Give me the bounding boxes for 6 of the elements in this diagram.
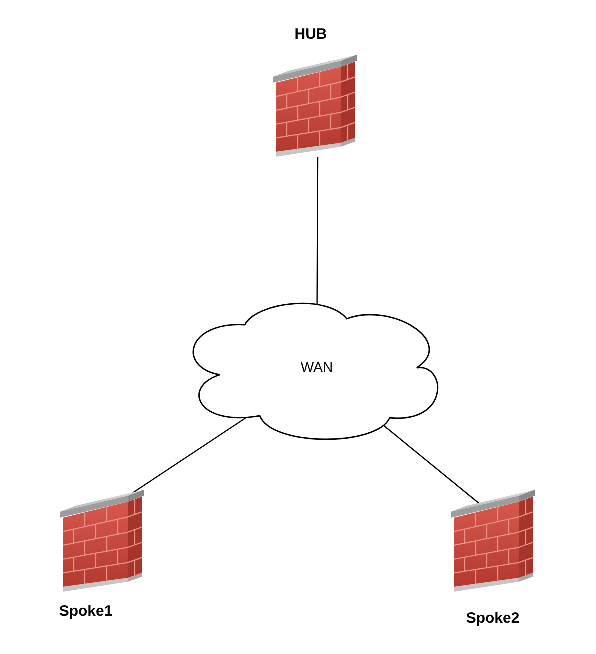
device-label: Spoke1 — [59, 602, 113, 622]
device-label: Spoke2 — [466, 609, 520, 629]
network-label: WAN — [300, 358, 334, 376]
connector-line — [316, 157, 319, 305]
device-label: HUB — [294, 25, 328, 45]
connector-line — [383, 425, 482, 506]
